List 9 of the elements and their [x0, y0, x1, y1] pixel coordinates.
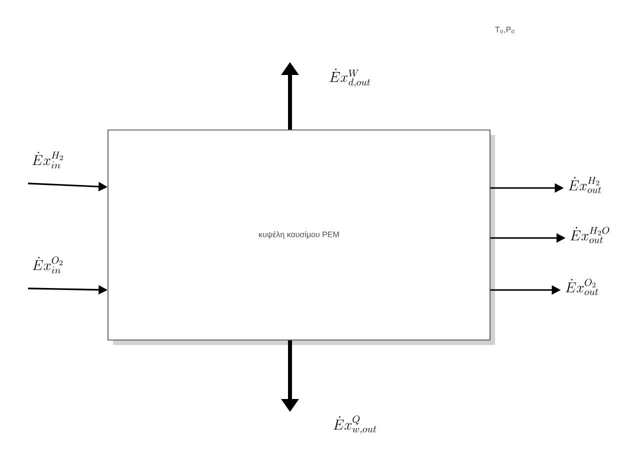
exergy-symbol: $\dot{E}x_{in}^{O_2}$ — [32, 256, 62, 274]
exergy-symbol: $\dot{E}x_{w,out}^{Q}$ — [334, 416, 376, 434]
fuel-cell-box: κυψέλη καυσίμου PEM — [108, 130, 495, 345]
ambient-conditions-label: T$_{o}$,P$_{o}$ — [495, 26, 514, 34]
exergy-symbol: $\dot{E}x_{out}^{H_2}$ — [568, 176, 602, 194]
exergy-symbol: $\dot{E}x_{d,out}^{W}$ — [330, 68, 370, 88]
exergy-symbol: $\dot{E}x_{in}^{H_2}$ — [32, 152, 63, 168]
exergy-symbol: $\dot{E}x_{out}^{O_2}$ — [566, 278, 598, 296]
exergy-symbol: $\dot{E}x_{out}^{H_2O}$ — [570, 226, 610, 244]
